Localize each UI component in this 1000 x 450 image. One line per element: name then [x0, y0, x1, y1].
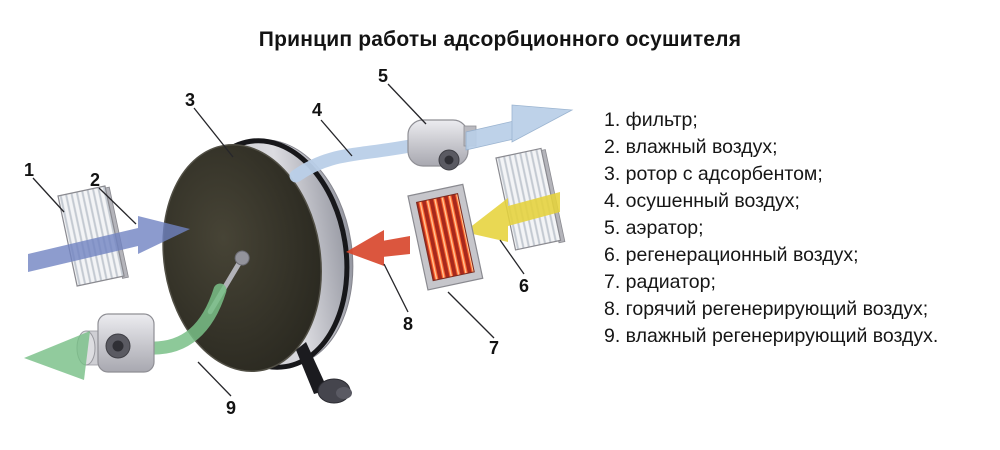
legend-item: 8. горячий регенерирующий воздух;: [604, 298, 929, 320]
wet-air-arrow: [28, 216, 190, 272]
hot-regen-air-arrow: [346, 230, 410, 266]
legend-item: 5. аэратор;: [604, 217, 704, 239]
regeneration-air-arrow: [464, 192, 560, 242]
legend-item: 7. радиатор;: [604, 271, 716, 293]
legend-item: 9. влажный регенерирующий воздух.: [604, 325, 939, 347]
wet-regen-air-arrow: [24, 331, 90, 380]
wet-air-arrow-head: [138, 216, 190, 254]
aerator-top-port-center: [444, 155, 454, 165]
regeneration-air-arrow-head: [464, 198, 508, 242]
callout-line-8: [383, 263, 409, 313]
callout-3: 3: [185, 90, 195, 110]
callout-lines: [32, 83, 525, 397]
callout-line-5: [387, 83, 427, 125]
callout-line-3: [193, 107, 234, 158]
callout-line-9: [197, 361, 232, 397]
rotor-hub: [234, 250, 250, 266]
dried-air-pipe: [289, 139, 417, 183]
wet-air-arrow-shaft: [28, 228, 138, 272]
callout-4: 4: [312, 100, 322, 120]
wet-regen-air-pipe: [141, 283, 227, 355]
page-title: Принцип работы адсорбционного осушителя: [258, 28, 742, 51]
regeneration-air-arrow-shaft: [508, 192, 560, 226]
callout-2: 2: [90, 170, 100, 190]
drive-motor-cap: [336, 387, 352, 399]
radiator: [407, 183, 484, 291]
callout-6: 6: [519, 276, 529, 296]
legend-item: 6. регенерационный воздух;: [604, 244, 859, 266]
callout-line-7: [447, 291, 495, 339]
callout-5: 5: [378, 66, 388, 86]
legend: 1. фильтр; 2. влажный воздух; 3. ротор с…: [604, 107, 938, 350]
legend-item: 2. влажный воздух;: [604, 136, 778, 158]
legend-item: 3. ротор с адсорбентом;: [604, 163, 823, 185]
callout-8: 8: [403, 314, 413, 334]
legend-item: 1. фильтр;: [604, 109, 698, 131]
callout-line-4: [320, 119, 353, 157]
aerator-bottom: [76, 313, 155, 373]
aerator-bottom-port-center: [112, 340, 124, 352]
dried-air-arrow: [465, 104, 574, 151]
callout-9: 9: [226, 398, 236, 418]
callout-1: 1: [24, 160, 34, 180]
callout-7: 7: [489, 338, 499, 358]
hot-regen-air-arrow-head: [346, 230, 384, 266]
callout-numbers: 1 2 3 4 5 6 7 8 9: [24, 66, 529, 418]
dried-air-arrow-head: [511, 104, 574, 143]
callout-line-2: [98, 187, 137, 225]
dehumidifier-diagram: 1 2 3 4 5 6 7 8 9: [24, 66, 574, 418]
drive-belt-strap: [296, 342, 328, 394]
dried-air-arrow-shaft: [465, 120, 515, 151]
hot-regen-air-arrow-shaft: [382, 236, 410, 257]
legend-item: 4. осушенный воздух;: [604, 190, 800, 212]
callout-line-6: [499, 239, 525, 275]
radiator-elements: [415, 193, 475, 282]
callout-line-1: [32, 177, 65, 213]
